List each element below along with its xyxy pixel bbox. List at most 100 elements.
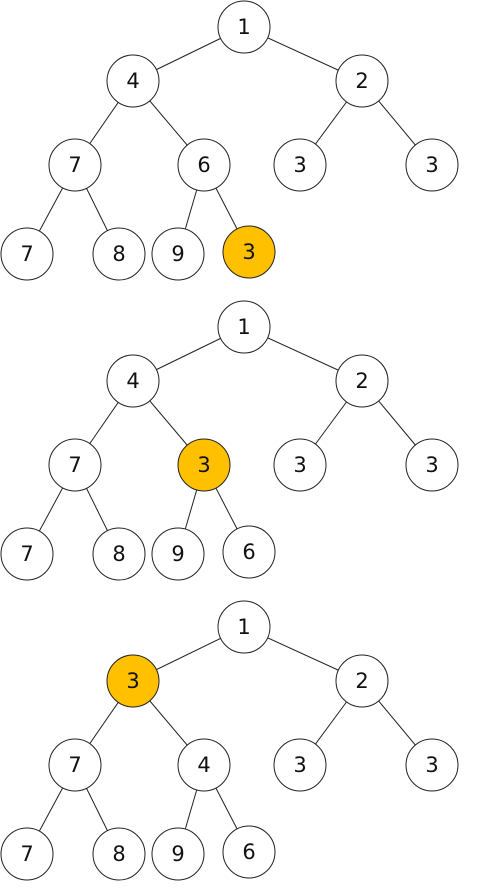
node-label: 3 [197,453,210,477]
tree-node: 3 [222,225,276,279]
tree-node: 2 [335,354,389,408]
node-label: 3 [293,453,306,477]
node-circle [48,438,102,492]
tree-node: 6 [222,825,276,879]
node-label: 2 [355,669,368,693]
node-label: 7 [68,453,81,477]
node-circle [177,138,231,192]
node-circle [217,600,271,654]
node-label: 2 [355,69,368,93]
node-label: 2 [355,369,368,393]
node-label: 6 [242,840,255,864]
node-label: 8 [112,542,125,566]
node-label: 3 [293,753,306,777]
node-circle [273,438,327,492]
tree-node: 6 [177,138,231,192]
tree-node: 8 [92,827,146,881]
tree-node: 3 [273,738,327,792]
node-circle [48,738,102,792]
node-label: 6 [197,153,210,177]
node-label: 1 [237,315,250,339]
node-circle [405,138,459,192]
tree-node: 1 [217,300,271,354]
node-circle [273,138,327,192]
node-label: 1 [237,15,250,39]
tree-node: 7 [48,438,102,492]
node-circle [217,0,271,54]
node-circle [217,300,271,354]
node-label: 3 [425,453,438,477]
tree-node: 7 [0,527,54,581]
tree-node: 9 [151,827,205,881]
tree-node: 9 [151,527,205,581]
node-label: 7 [20,542,33,566]
node-label: 7 [68,753,81,777]
node-circle [0,527,54,581]
node-label: 7 [20,242,33,266]
node-circle [151,527,205,581]
node-circle [405,438,459,492]
tree-node: 8 [92,227,146,281]
node-circle [335,654,389,708]
tree-node: 3 [273,438,327,492]
node-circle [48,138,102,192]
node-circle [106,354,160,408]
tree-node: 7 [0,227,54,281]
tree-node: 2 [335,54,389,108]
tree-1: 1 4 2 7 6 3 3 7 8 9 3 [0,0,459,281]
node-circle [92,827,146,881]
tree-3: 1 3 2 7 4 3 3 7 8 9 6 [0,600,459,881]
tree-node: 3 [106,654,160,708]
node-circle [273,738,327,792]
node-label: 4 [197,753,210,777]
node-label: 3 [293,153,306,177]
tree-node: 7 [48,138,102,192]
node-label: 9 [171,842,184,866]
tree-node: 6 [222,525,276,579]
node-circle [222,825,276,879]
node-circle [335,354,389,408]
node-label: 9 [171,542,184,566]
node-label: 9 [171,242,184,266]
node-circle [222,525,276,579]
node-circle [177,738,231,792]
tree-node: 8 [92,527,146,581]
node-circle [151,827,205,881]
tree-node: 4 [106,54,160,108]
highlighted-node-circle [177,438,231,492]
tree-2: 1 4 2 7 3 3 3 7 8 9 6 [0,300,459,581]
node-label: 3 [425,753,438,777]
tree-node: 1 [217,0,271,54]
tree-node: 7 [48,738,102,792]
highlighted-node-circle [106,654,160,708]
node-label: 8 [112,842,125,866]
tree-node: 4 [177,738,231,792]
node-circle [335,54,389,108]
tree-node: 4 [106,354,160,408]
node-label: 3 [126,669,139,693]
node-circle [106,54,160,108]
node-label: 4 [126,369,139,393]
tree-node: 2 [335,654,389,708]
node-label: 7 [20,842,33,866]
highlighted-node-circle [222,225,276,279]
tree-node: 3 [273,138,327,192]
tree-node: 9 [151,227,205,281]
tree-node: 3 [405,438,459,492]
tree-node: 1 [217,600,271,654]
node-circle [0,227,54,281]
tree-node: 3 [177,438,231,492]
node-label: 3 [425,153,438,177]
node-circle [405,738,459,792]
tree-node: 7 [0,827,54,881]
tree-node: 3 [405,738,459,792]
tree-node: 3 [405,138,459,192]
node-label: 4 [126,69,139,93]
node-label: 3 [242,240,255,264]
node-circle [0,827,54,881]
node-label: 1 [237,615,250,639]
node-circle [151,227,205,281]
node-label: 6 [242,540,255,564]
node-circle [92,227,146,281]
